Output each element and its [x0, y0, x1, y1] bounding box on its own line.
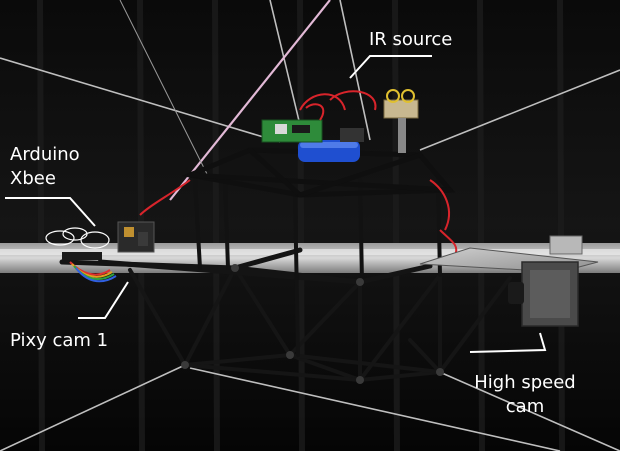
diagonal-cable-pink	[169, 0, 331, 201]
arduino-callout	[5, 197, 96, 227]
frame-joints	[181, 264, 444, 384]
cam-label: cam	[505, 396, 545, 417]
ir-source-emitter	[383, 99, 419, 119]
ir-source-label: IR source	[369, 29, 453, 50]
pixy-cam-callout	[78, 281, 129, 319]
top-electronics	[261, 89, 419, 162]
arduino-board	[117, 221, 155, 253]
red-wires	[139, 90, 458, 256]
rainbow-ribbon-cable	[69, 261, 117, 283]
high-speed-camera-assembly	[419, 235, 599, 327]
high-speed-callout	[469, 332, 547, 353]
pixy-cam-label: Pixy cam 1	[10, 330, 109, 351]
camera-lens	[508, 282, 524, 304]
arduino-cluster	[45, 221, 155, 283]
top-platform	[181, 147, 456, 198]
high-speed-label: High speed	[474, 372, 576, 393]
arduino-label: Arduino	[10, 144, 80, 165]
ir-source-callout	[349, 55, 432, 79]
callout-lines	[5, 55, 547, 353]
xbee-label: Xbee	[10, 168, 56, 189]
